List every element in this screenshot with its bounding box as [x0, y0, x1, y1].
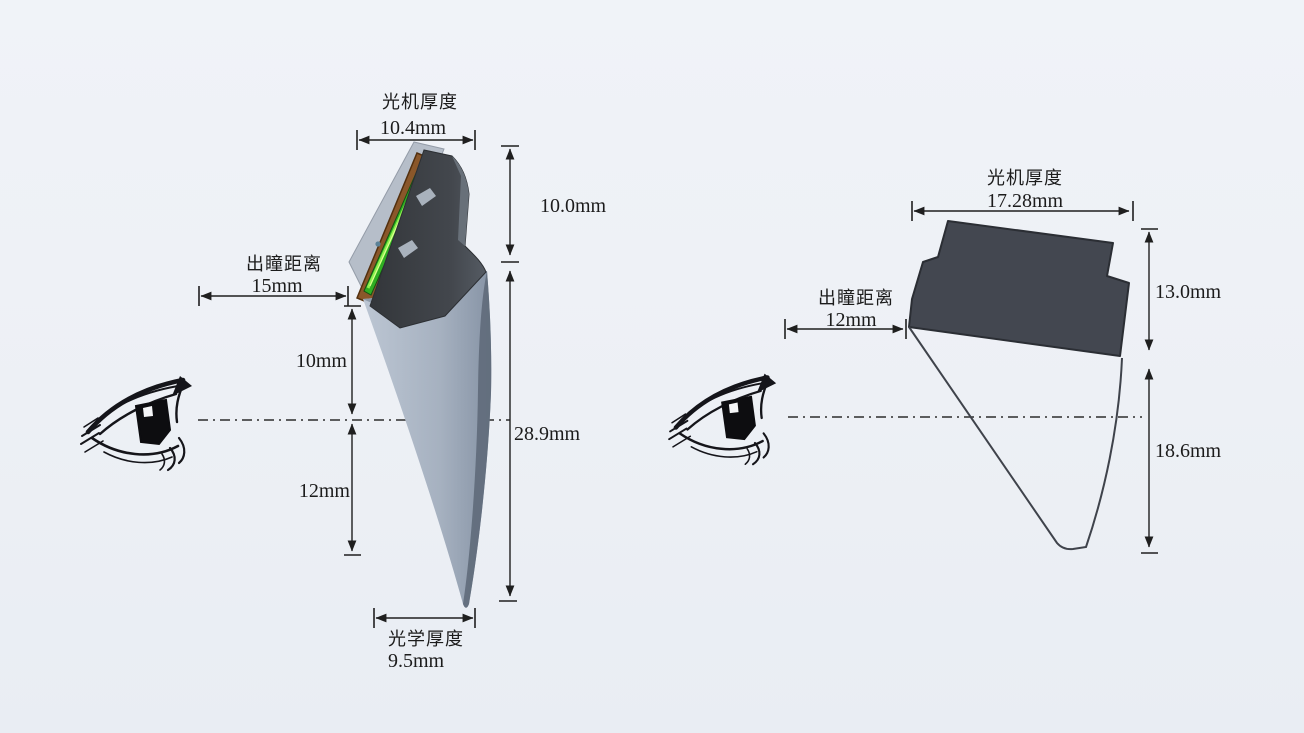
optical-thickness-value: 9.5mm — [388, 650, 445, 672]
total-height-value: 28.9mm — [514, 423, 581, 445]
engine-cross-section — [908, 220, 1130, 357]
dimension-optical-thickness: 光学厚度 9.5mm — [373, 608, 476, 672]
engine-thickness-value: 17.28mm — [987, 190, 1064, 212]
dimension-engine-thickness: 光机厚度 10.4mm — [356, 92, 476, 150]
dimension-axis-to-bottom: 12mm — [299, 423, 361, 556]
axis-to-top-value: 10mm — [296, 350, 348, 372]
engine-thickness-label: 光机厚度 — [382, 92, 458, 112]
dimension-total-height: 28.9mm — [499, 270, 581, 602]
right-optical-engine-diagram: 光机厚度 17.28mm 出瞳距离 12mm 13.0mm 18.6mm — [669, 168, 1222, 554]
optical-thickness-label: 光学厚度 — [388, 629, 464, 649]
pcb-component-dot — [375, 241, 381, 247]
dimension-axis-to-top: 10mm — [296, 305, 361, 415]
dimension-eye-relief: 出瞳距离 15mm — [198, 254, 349, 306]
lens-outline — [908, 326, 1123, 551]
dimension-lower-height: 18.6mm — [1141, 368, 1222, 554]
eye-relief-value: 15mm — [251, 275, 303, 297]
engine-thickness-label: 光机厚度 — [987, 168, 1063, 188]
lens-edge-shading — [463, 271, 492, 608]
prism-right-facet — [452, 156, 469, 246]
dimension-upper-height: 13.0mm — [1141, 228, 1222, 351]
left-optical-engine-diagram: 光机厚度 10.4mm 10.0mm 28.9mm 出瞳距离 15mm — [81, 92, 607, 672]
lower-height-value: 18.6mm — [1155, 440, 1222, 462]
engine-height-value: 10.0mm — [540, 195, 607, 217]
prism-clamp-tab — [416, 188, 436, 206]
axis-to-bottom-value: 12mm — [299, 480, 351, 502]
dimension-eye-relief: 出瞳距离 12mm — [784, 288, 907, 339]
engine-thickness-value: 10.4mm — [380, 117, 447, 139]
eye-sketch — [81, 376, 192, 470]
eye-relief-value: 12mm — [825, 309, 877, 331]
optical-engine-3d-render — [348, 141, 492, 608]
eye-relief-label: 出瞳距离 — [818, 288, 894, 308]
prism-clamp-tab — [398, 240, 418, 258]
eye-sketch — [669, 374, 776, 465]
dimension-engine-height: 10.0mm — [501, 145, 607, 263]
upper-height-value: 13.0mm — [1155, 281, 1222, 303]
eye-relief-label: 出瞳距离 — [246, 254, 322, 274]
freeform-lens — [363, 271, 492, 608]
dimension-engine-thickness: 光机厚度 17.28mm — [911, 168, 1134, 221]
